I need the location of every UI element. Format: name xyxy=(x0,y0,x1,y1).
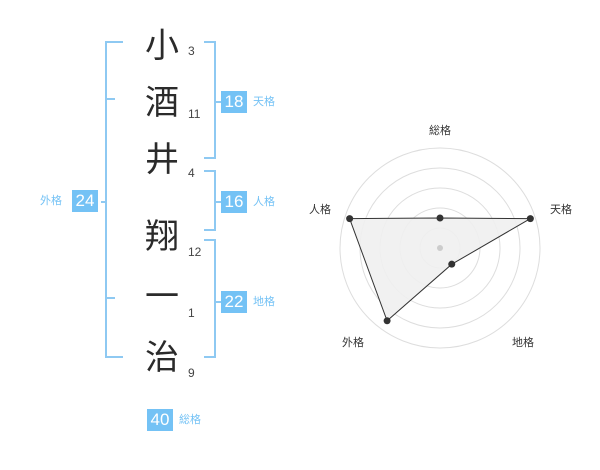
name-char-5: 一 xyxy=(145,277,179,317)
soukaku-badge: 40 xyxy=(147,409,173,431)
radar-point-3 xyxy=(448,260,456,268)
stroke-count-3: 4 xyxy=(188,166,195,180)
soukaku-label: 総格 xyxy=(179,413,201,426)
radar-center xyxy=(437,245,443,251)
axis-label-chikaku: 地格 xyxy=(512,335,534,349)
radar-point-5 xyxy=(346,215,354,223)
radar-points xyxy=(346,214,534,325)
radar-point-4 xyxy=(383,317,391,325)
name-char-4: 翔 xyxy=(145,217,179,257)
jinkaku-badge: 16 xyxy=(221,191,247,213)
radar-area xyxy=(348,217,533,322)
stroke-count-4: 12 xyxy=(188,245,202,259)
axis-label-gaikaku: 外格 xyxy=(342,335,364,349)
stroke-count-1: 3 xyxy=(188,44,195,58)
axis-label-tenkaku: 天格 xyxy=(550,202,572,216)
name-char-1: 小 xyxy=(145,26,179,66)
gaikaku-badge: 24 xyxy=(72,190,98,212)
name-char-6: 治 xyxy=(145,338,179,378)
stroke-count-2: 11 xyxy=(188,107,201,121)
chikaku-badge: 22 xyxy=(221,291,247,313)
chikaku-label: 地格 xyxy=(253,295,275,308)
name-char-3: 井 xyxy=(145,140,179,180)
gaikaku-label: 外格 xyxy=(40,194,62,207)
name-char-2: 酒 xyxy=(145,83,179,123)
stroke-count-6: 9 xyxy=(188,366,195,380)
axis-label-jinkaku: 人格 xyxy=(309,202,331,216)
radar-point-2 xyxy=(526,215,534,223)
jinkaku-label: 人格 xyxy=(253,195,275,208)
stroke-count-5: 1 xyxy=(188,306,195,320)
tenkaku-badge: 18 xyxy=(221,91,247,113)
radar-point-1 xyxy=(436,214,444,222)
tenkaku-label: 天格 xyxy=(253,95,275,108)
axis-label-soukaku: 総格 xyxy=(429,123,451,137)
